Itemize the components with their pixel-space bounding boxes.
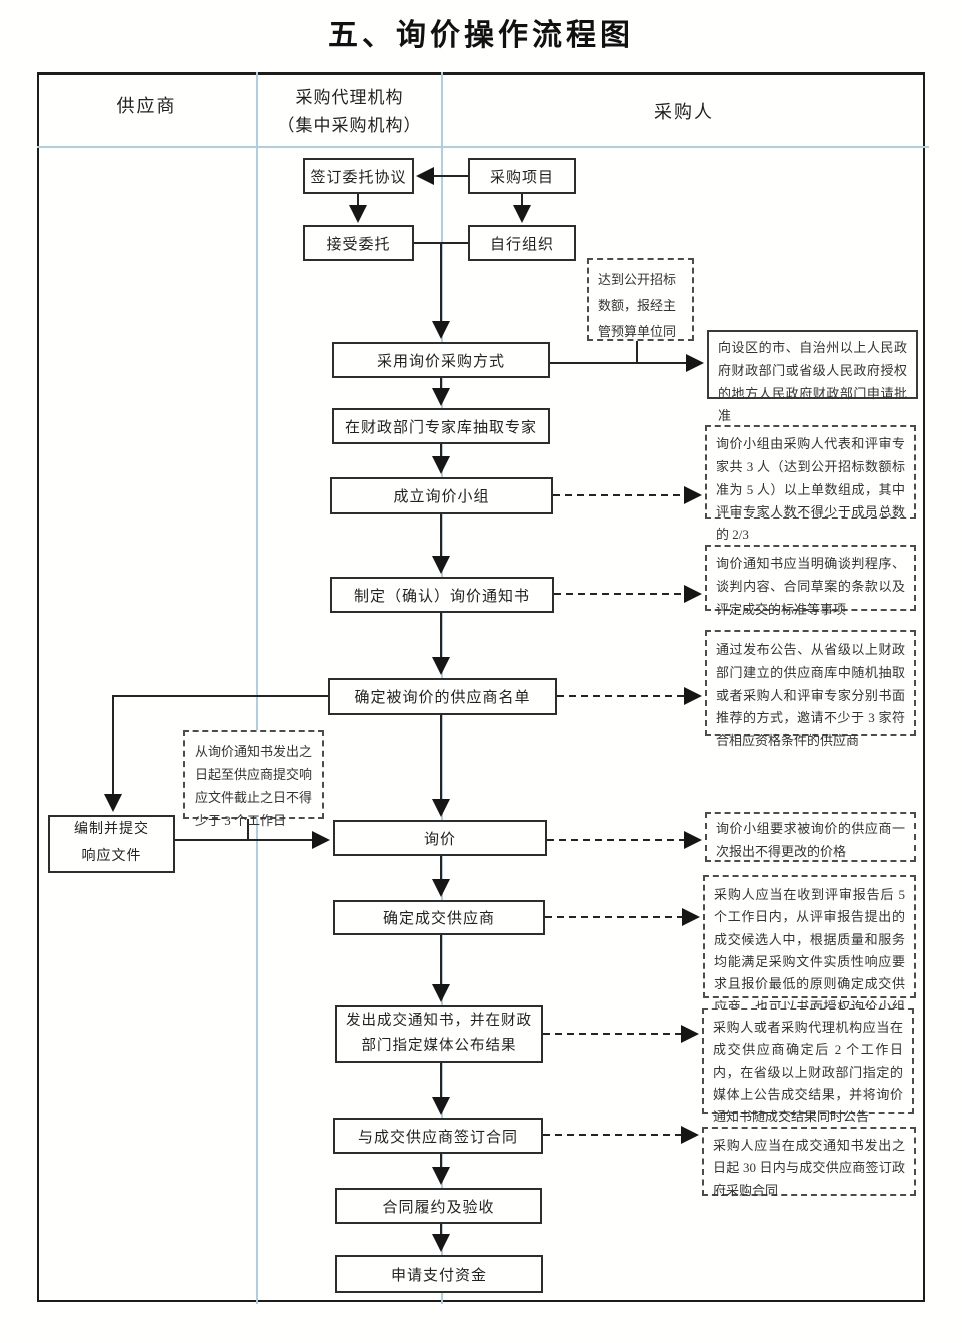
flow-box-fulfill-contract: 合同履约及验收 bbox=[335, 1188, 542, 1224]
flow-box-accept-delegation: 接受委托 bbox=[303, 225, 414, 261]
flow-box-request-payment: 申请支付资金 bbox=[335, 1255, 543, 1293]
flow-box-determine-suppliers: 确定被询价的供应商名单 bbox=[328, 678, 557, 715]
lane-header-agency-line2: （集中采购机构） bbox=[277, 116, 422, 136]
flow-box-sign-agreement: 签订委托协议 bbox=[303, 158, 414, 194]
flow-box-self-organize: 自行组织 bbox=[468, 225, 576, 261]
note-winner-rule: 采购人应当在收到评审报告后 5 个工作日内，从评审报告提出的成交候选人中，根据质… bbox=[703, 875, 916, 1036]
note-one-quote: 询价小组要求被询价的供应商一次报出不得更改的价格 bbox=[705, 812, 916, 862]
note-contract-deadline: 采购人应当在成交通知书发出之日起 30 日内与成交供应商签订政府采购合同 bbox=[702, 1127, 916, 1198]
flow-box-determine-winner: 确定成交供应商 bbox=[333, 900, 545, 935]
table-frame bbox=[37, 72, 925, 1302]
header-divider bbox=[37, 146, 929, 148]
lane-header-supplier: 供应商 bbox=[116, 96, 177, 116]
flow-box-prepare-response: 编制并提交 响应文件 bbox=[48, 815, 175, 873]
flow-box-issue-notice: 发出成交通知书，并在财政部门指定媒体公布结果 bbox=[335, 1005, 543, 1063]
note-group-composition: 询价小组由采购人代表和评审专家共 3 人（达到公开招标数额标准为 5 人）以上单… bbox=[705, 425, 916, 542]
arrow-suplist-to-response bbox=[104, 695, 328, 812]
note-apply-approval: 向设区的市、自治州以上人民政府财政部门或省级人民政府授权的地方人民政府财政部门申… bbox=[707, 330, 918, 423]
flow-box-form-group: 成立询价小组 bbox=[330, 477, 553, 514]
flow-box-procurement-project: 采购项目 bbox=[468, 158, 576, 194]
note-announce-result: 采购人或者采购代理机构应当在成交供应商确定后 2 个工作日内，在省级以上财政部门… bbox=[702, 1008, 914, 1124]
note-exceed-threshold: 达到公开招标数额，报经主管预算单位同 bbox=[587, 258, 694, 341]
note-response-deadline: 从询价通知书发出之日起至供应商提交响应文件截止之日不得少于 3 个工作日 bbox=[183, 730, 324, 828]
lane-divider-1 bbox=[256, 72, 258, 1304]
flow-box-draw-experts: 在财政部门专家库抽取专家 bbox=[332, 408, 550, 444]
lane-header-purchaser: 采购人 bbox=[654, 102, 714, 122]
prepare-response-line1: 编制并提交 bbox=[74, 822, 149, 838]
prepare-response-line2: 响应文件 bbox=[81, 849, 142, 864]
flow-box-inquiry: 询价 bbox=[333, 820, 547, 856]
flow-box-adopt-inquiry: 采用询价采购方式 bbox=[332, 342, 550, 378]
lane-header-agency: 采购代理机构 （集中采购机构） bbox=[258, 84, 441, 140]
lane-header-agency-line1: 采购代理机构 bbox=[295, 88, 404, 107]
flow-box-sign-contract: 与成交供应商签订合同 bbox=[333, 1118, 543, 1154]
flow-box-make-notice: 制定（确认）询价通知书 bbox=[330, 577, 554, 613]
note-supplier-selection: 通过发布公告、从省级以上财政部门建立的供应商库中随机抽取或者采购人和评审专家分别… bbox=[705, 630, 916, 748]
note-notice-content: 询价通知书应当明确谈判程序、谈判内容、合同草案的条款以及评定成交的标准等事项 bbox=[705, 545, 916, 617]
page-title: 五、询价操作流程图 bbox=[328, 19, 634, 52]
